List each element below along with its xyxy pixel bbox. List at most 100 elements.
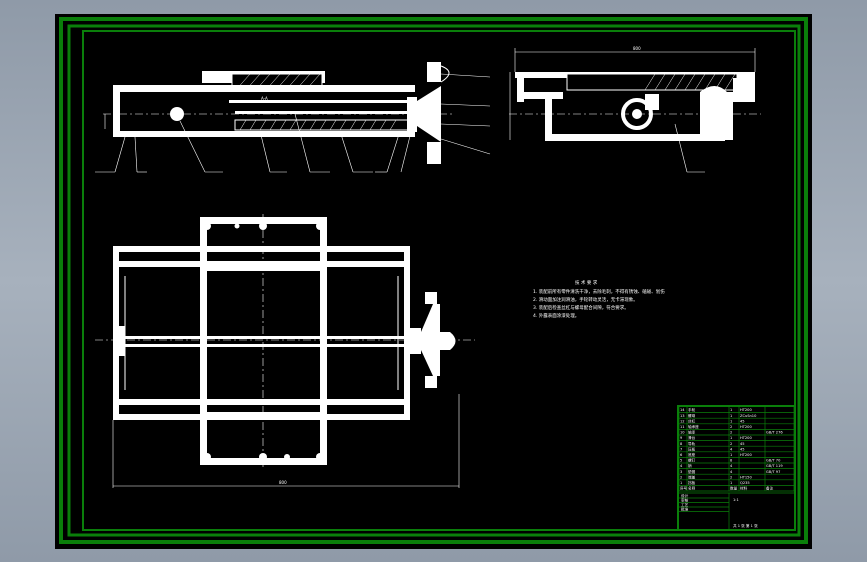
parts-cell: HT200 [740,453,752,457]
parts-cell: 6 [680,453,683,457]
parts-cell: 轴承 [688,430,696,435]
section-left-block [517,78,524,102]
parts-cell: 螺钉 [688,458,696,463]
parts-cell: GB/T 119 [766,464,783,468]
side-handle-top [427,62,441,82]
parts-cell: 压板 [688,446,696,451]
title-block-frame [677,405,796,531]
top-handwheel [421,304,440,376]
top-handle-knob [440,332,456,350]
side-upper-rail [113,85,415,92]
parts-cell: 数量 [730,486,738,491]
table-bottom-edge [200,458,327,465]
side-handwheel-hub [417,86,441,142]
parts-cell: 挡板 [688,480,696,485]
parts-cell: 10 [680,431,685,435]
side-screw-lower [235,111,411,114]
parts-cell: 9 [680,436,683,440]
bolt-holes [203,222,324,461]
side-leaders [95,73,491,173]
side-dim-label: A-A [261,96,268,101]
parts-cell: 序号 [680,486,688,491]
parts-cell: GB/T 70 [766,459,781,463]
side-handle-bottom [427,142,441,164]
parts-cell: 8 [730,459,733,463]
side-screw-upper [229,100,411,103]
sign-cell: 工艺 [681,502,689,507]
outer-frame [59,17,808,544]
parts-cell: 45 [740,419,745,423]
parts-cell: 2 [730,442,732,446]
parts-cell: 4 [730,464,733,468]
parts-cell: HT150 [740,475,752,479]
parts-cell: 丝杠 [688,418,696,423]
top-upper-rail-2 [113,261,410,267]
top-screw-a [125,336,407,339]
parts-cell: 螺母 [688,413,696,418]
parts-cell: 垫圈 [688,469,696,474]
top-dim-text: 800 [279,480,287,485]
sign-cell: 批准 [681,507,689,512]
parts-cell: 备注 [766,486,774,491]
parts-cell: 2 [730,475,732,479]
section-right-boss [700,86,727,134]
parts-cell: 2 [730,425,732,429]
parts-cell: 4 [730,470,733,474]
parts-cell: 端盖 [688,474,696,479]
parts-cell: 1 [730,436,732,440]
section-right-leg [725,92,733,140]
parts-cell: 3 [680,470,682,474]
side-lower-rail [113,131,415,137]
parts-cell: 2 [680,475,682,479]
parts-cell: 11 [680,425,685,429]
parts-cell: 1 [730,419,732,423]
side-bearing [170,107,184,121]
parts-cell: 13 [680,414,685,418]
parts-cell: 导轨 [688,441,696,446]
mid-frame [67,24,801,537]
sign-cell: 审核 [681,498,689,503]
section-nut [645,94,659,110]
section-left-leg [545,92,552,140]
parts-cell: 14 [680,408,685,412]
notes-heading: 技 术 要 求 [575,279,598,286]
parts-cell: HT200 [740,425,752,429]
parts-cell: 4 [680,464,683,468]
table-lower-bar [200,412,327,417]
parts-cell: 1 [680,481,682,485]
parts-cell: 4 [730,447,733,451]
parts-cell: 45 [740,442,745,446]
parts-cell: 12 [680,419,685,423]
table-top-edge [200,217,327,224]
scale-cell: 1:1 [733,498,739,502]
side-handle-knob [440,65,450,83]
parts-cell: 底座 [688,452,696,457]
table-right-edge [320,217,327,465]
notes-line-4: 4. 外露表面涂漆处理。 [533,312,579,319]
parts-cell: HT200 [740,436,752,440]
top-view: 800 [95,214,475,488]
parts-cell: GB/T 97 [766,470,780,474]
parts-cell: HT200 [740,408,752,412]
parts-cell: Q235 [740,481,750,485]
notes-line-3: 3. 装配后检查丝杠与螺母配合间隙，符合要求。 [533,304,629,311]
parts-cell: 手轮 [688,407,696,412]
cad-drawing: A-A 800 [59,17,808,544]
technical-notes: 技 术 要 求 1. 装配前所有零件清洗干净，去除毛刺，不得有锈蚀、磕碰、划伤 … [533,279,665,319]
top-lower-rail-2 [113,399,410,405]
parts-cell: 材料 [740,486,748,491]
inner-frame [82,30,796,531]
parts-cell: 8 [680,442,683,446]
notes-line-2: 2. 滑动面加注润滑油，手轮转动灵活，无卡滞现象。 [533,296,638,303]
notes-line-1: 1. 装配前所有零件清洗干净，去除毛刺，不得有锈蚀、磕碰、划伤 [533,288,665,295]
parts-cell: 名称 [688,486,696,491]
section-view: 800 [509,46,761,173]
top-handle-a [425,292,437,304]
top-left-bearing [113,326,125,356]
drawing-canvas: A-A 800 [55,14,812,549]
parts-cell: 1 [730,414,732,418]
side-view: A-A [95,62,491,173]
parts-cell: 7 [680,447,682,451]
parts-cell: 1 [730,453,732,457]
